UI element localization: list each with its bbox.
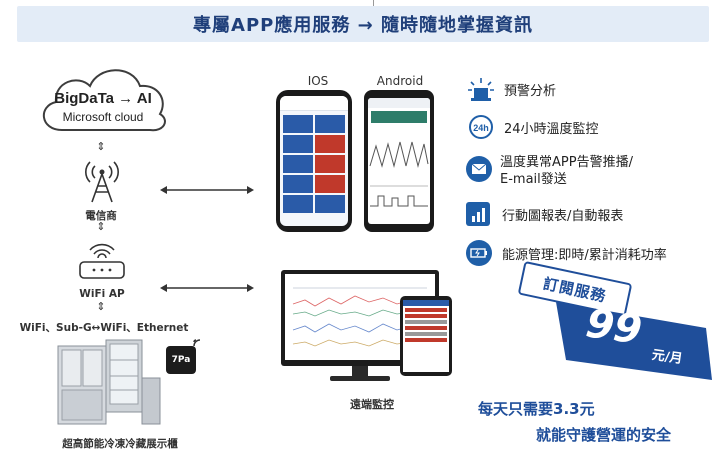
connectivity-label: WiFi、Sub-G↔WiFi、Ethernet bbox=[19, 322, 189, 334]
android-phone bbox=[364, 90, 434, 232]
updown-arrow-icon: ⇕ bbox=[96, 140, 106, 153]
price-unit: 元/月 bbox=[650, 347, 684, 368]
feature-item: 24h 24小時溫度監控 bbox=[466, 114, 599, 140]
monitor-stand bbox=[330, 376, 390, 381]
telecom-label: 電信商 bbox=[85, 210, 117, 222]
feature-text: 溫度異常APP告警推播/ E-mail發送 bbox=[500, 155, 633, 187]
feature-text: 24小時溫度監控 bbox=[504, 121, 599, 137]
ios-label: IOS bbox=[307, 74, 329, 88]
price-ribbon bbox=[556, 302, 712, 380]
ios-phone bbox=[276, 90, 352, 232]
slogan-line1: 每天只需要3.3元 bbox=[478, 400, 595, 418]
fridge-caption: 超高節能冷凍冷藏展示櫃 bbox=[62, 438, 178, 450]
slogan-line2: 就能守護營運的安全 bbox=[536, 426, 672, 444]
tablet-screen bbox=[403, 300, 449, 372]
mail-alert-icon bbox=[466, 156, 492, 182]
svg-text:24h: 24h bbox=[473, 123, 489, 133]
double-arrow-icon bbox=[160, 284, 254, 292]
remote-label: 遠端監控 bbox=[350, 398, 394, 411]
price-number: 99 bbox=[583, 300, 645, 354]
feature-item: 行動圖報表/自動報表 bbox=[466, 202, 623, 226]
android-label: Android bbox=[376, 74, 424, 88]
cloud-line2: Microsoft cloud bbox=[62, 110, 144, 124]
cloud-icon bbox=[42, 69, 166, 132]
feature-item: 預警分析 bbox=[466, 76, 556, 102]
tablet bbox=[400, 296, 452, 376]
feature-text: 行動圖報表/自動報表 bbox=[502, 208, 624, 224]
header-banner: 專屬APP應用服務 → 隨時隨地掌握資訊 bbox=[17, 6, 709, 42]
ios-app-screen bbox=[280, 96, 348, 226]
cloud-line1: BigDaTa → AI bbox=[54, 90, 152, 107]
alarm-icon bbox=[468, 78, 494, 101]
sensor-brand: 7Pa bbox=[171, 355, 191, 365]
feature-text: 能源管理:即時/累計消耗功率 bbox=[502, 247, 667, 263]
updown-arrow-icon: ⇕ bbox=[96, 220, 106, 233]
monitor-neck bbox=[352, 366, 368, 376]
tower-icon bbox=[85, 161, 119, 203]
feature-text: 預警分析 bbox=[504, 83, 557, 99]
sensor-device: 7Pa bbox=[166, 346, 196, 374]
fridge-image bbox=[57, 339, 161, 425]
feature-item: 能源管理:即時/累計消耗功率 bbox=[466, 240, 667, 266]
clock-24h-icon: 24h bbox=[469, 115, 493, 139]
updown-arrow-icon: ⇕ bbox=[96, 300, 106, 313]
android-app-screen bbox=[368, 98, 430, 224]
double-arrow-icon bbox=[160, 186, 254, 194]
signal-icon bbox=[193, 339, 201, 347]
android-trend-chart bbox=[369, 141, 429, 207]
top-tick bbox=[373, 0, 374, 6]
feature-item: 溫度異常APP告警推播/ E-mail發送 bbox=[466, 154, 633, 188]
bar-chart-icon bbox=[466, 202, 490, 226]
router-icon bbox=[79, 243, 125, 279]
battery-icon bbox=[466, 240, 492, 266]
wifi-label: WiFi AP bbox=[79, 288, 125, 300]
page-title: 專屬APP應用服務 → 隨時隨地掌握資訊 bbox=[193, 15, 533, 36]
